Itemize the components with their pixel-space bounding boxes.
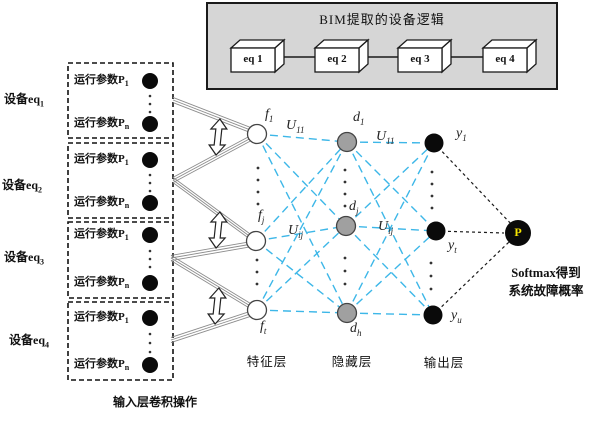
hidden-output-links <box>345 141 437 316</box>
output-layer-nodes <box>423 133 446 325</box>
node-fj <box>245 230 267 252</box>
feature-hidden-links <box>255 133 348 314</box>
output-softmax-links <box>432 142 515 316</box>
input-group-boxes <box>67 62 174 381</box>
ft-label: ft <box>260 319 267 336</box>
cube-eq3 <box>396 38 453 74</box>
ribbon-box3-fj <box>170 240 253 262</box>
cube-eq4-label: eq 4 <box>495 53 515 65</box>
hidden-layer-nodes <box>335 131 358 324</box>
device-label-eq4: 设备eq4 <box>9 333 50 350</box>
y1-label: y1 <box>456 126 467 143</box>
node-yu <box>423 305 443 325</box>
ribbon-box4-ft <box>170 309 254 344</box>
param-row-label: 运行参数Pn <box>74 196 130 211</box>
param-row-label: 运行参数P1 <box>74 311 129 326</box>
ribbon-box2-fj <box>172 177 253 241</box>
fj-label: fj <box>258 208 265 225</box>
param-row-label: 运行参数Pn <box>74 117 130 132</box>
node-dj <box>335 215 357 237</box>
conv-double-arrow-icon <box>207 118 229 156</box>
softmax-p-node <box>505 220 531 246</box>
output-layer-caption: 输出层 <box>423 356 465 370</box>
param-row-label: 运行参数P1 <box>74 153 129 168</box>
conv-ribbons <box>170 96 254 344</box>
cube-eq1 <box>229 38 286 74</box>
dh-label: dh <box>350 321 362 338</box>
param-row-label: 运行参数P1 <box>74 74 129 89</box>
device-label-eq3: 设备eq3 <box>4 250 45 267</box>
weight-u11-output-label: U11 <box>376 129 395 146</box>
cube-eq4 <box>481 38 538 74</box>
input-layer-caption: 输入层卷积操作 <box>112 395 197 409</box>
cube-eq2 <box>313 38 370 74</box>
ribbon-box1-f1 <box>172 96 254 135</box>
softmax-caption-line1: Softmax得到 <box>511 266 581 280</box>
weight-u11-feature-label: U11 <box>286 118 305 135</box>
yt-label: yt <box>448 238 457 255</box>
node-d1 <box>336 131 358 153</box>
device-label-eq2: 设备eq2 <box>2 178 43 195</box>
weight-uij-feature-label: Uij <box>288 223 304 240</box>
node-yt <box>426 221 446 241</box>
input-param-dots <box>142 73 158 373</box>
ribbon-box3-ft <box>170 255 253 310</box>
param-row-label: 运行参数Pn <box>74 358 130 373</box>
softmax-caption-line2: 系统故障概率 <box>508 284 584 298</box>
f1-label: f1 <box>265 107 274 124</box>
param-row-label: 运行参数P1 <box>74 228 129 243</box>
conv-double-arrow-icon <box>206 287 228 325</box>
conv-double-arrow-icon <box>207 211 229 249</box>
dj-label: dj <box>349 199 359 216</box>
ribbon-box2-f1 <box>172 134 254 183</box>
ellipsis-dots <box>148 94 434 354</box>
bim-logic-box <box>206 2 558 90</box>
weight-uij-output-label: Uij <box>378 219 394 236</box>
feature-layer-nodes <box>245 123 268 321</box>
yu-label: yu <box>451 308 462 325</box>
feature-layer-caption: 特征层 <box>246 355 288 369</box>
bim-box-title: BIM提取的设备逻辑 <box>319 12 445 27</box>
d1-label: d1 <box>353 110 365 127</box>
cube-eq2-label: eq 2 <box>327 53 347 65</box>
node-dh <box>336 302 358 324</box>
node-ft <box>246 299 268 321</box>
hidden-layer-caption: 隐藏层 <box>331 355 373 369</box>
node-f1 <box>246 123 268 145</box>
softmax-p-node-label: P <box>514 225 522 239</box>
param-row-label: 运行参数Pn <box>74 276 130 291</box>
cube-eq1-label: eq 1 <box>243 53 263 65</box>
equipment-cubes <box>229 38 538 74</box>
device-label-eq1: 设备eq1 <box>4 92 45 109</box>
node-y1 <box>424 133 444 153</box>
conv-double-arrow-icons <box>206 118 229 325</box>
cube-eq3-label: eq 3 <box>410 53 430 65</box>
